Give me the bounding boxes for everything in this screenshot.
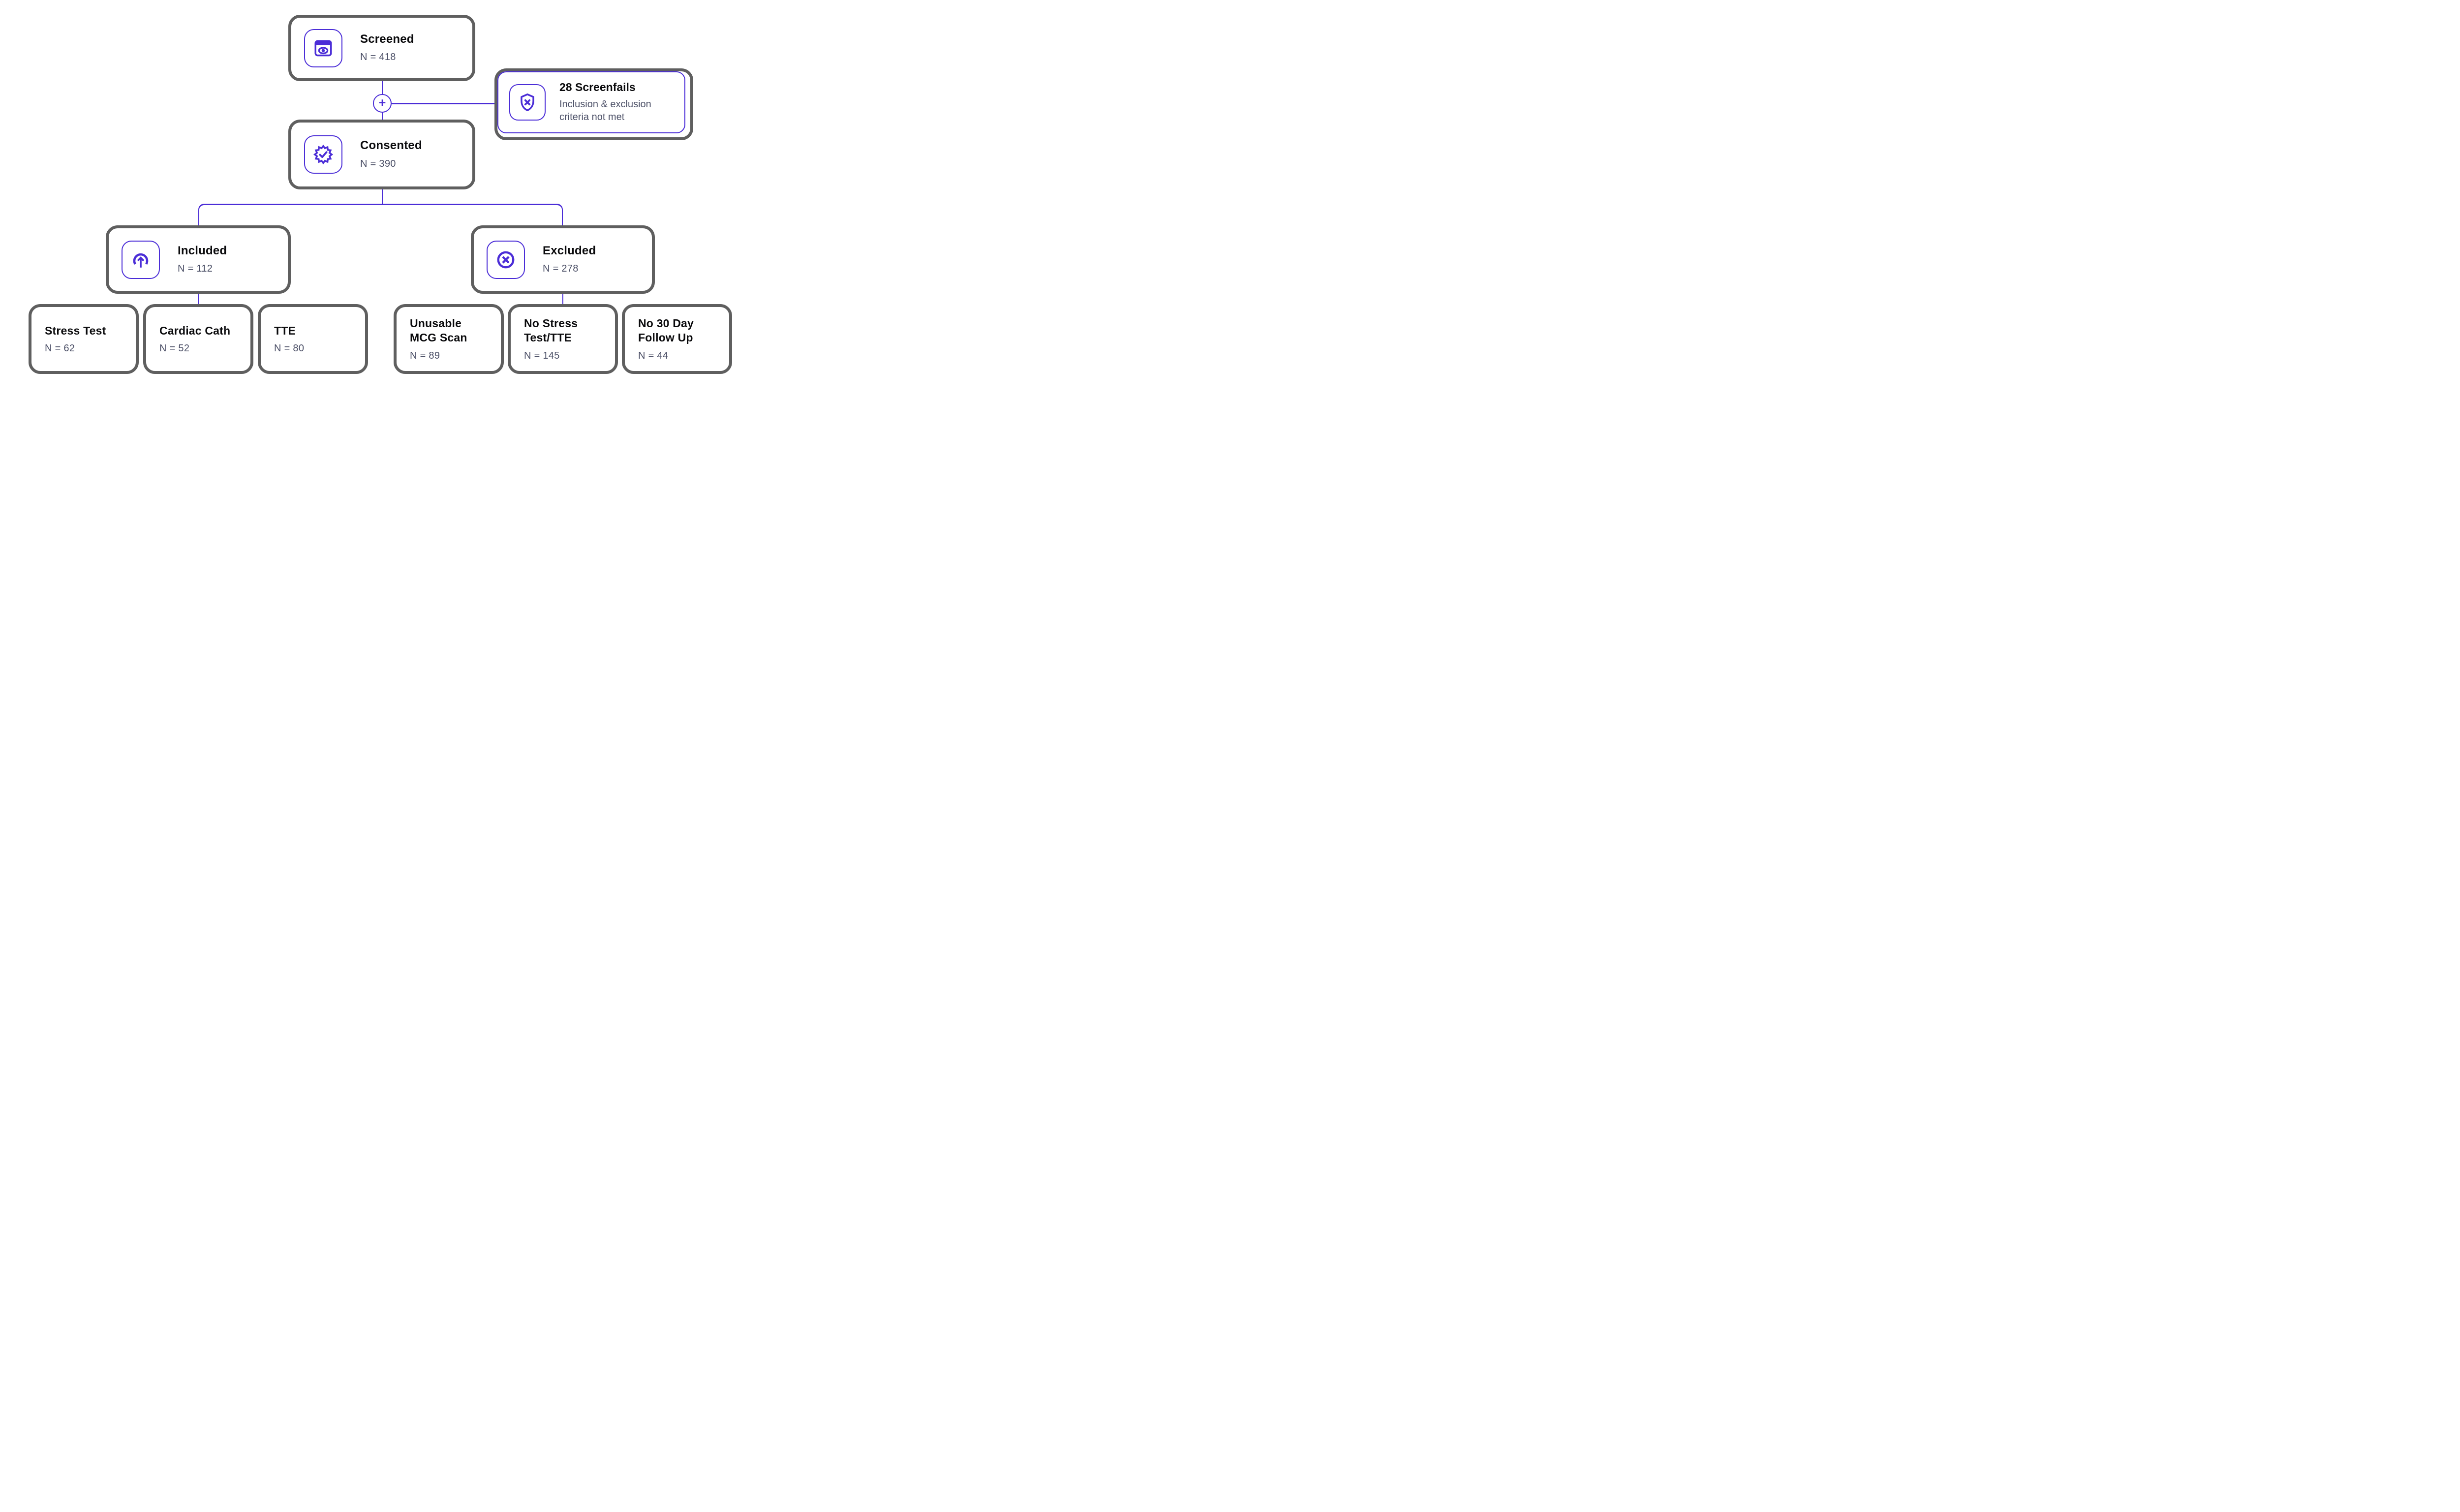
screen-eye-icon bbox=[314, 40, 332, 56]
node-unusable-mcg-scan: Unusable MCG Scan N = 89 bbox=[394, 304, 504, 374]
unusable-mcg-scan-count: N = 89 bbox=[410, 350, 440, 361]
no-stress-test-tte-count: N = 145 bbox=[524, 350, 560, 361]
node-no-stress-test-tte: No Stress Test/TTE N = 145 bbox=[508, 304, 618, 374]
x-circle-icon-chip bbox=[487, 240, 525, 279]
included-title: Included bbox=[178, 244, 227, 257]
no-30-day-follow-up-count: N = 44 bbox=[638, 350, 669, 361]
arrow-up-icon bbox=[133, 253, 149, 268]
node-consented: Consented N = 390 bbox=[288, 120, 475, 189]
badge-check-icon bbox=[313, 144, 334, 165]
shield-x-icon-chip bbox=[509, 84, 546, 121]
connector-excluded-stem bbox=[562, 293, 563, 304]
screenfails-title: 28 Screenfails bbox=[559, 81, 636, 94]
node-cardiac-cath: Cardiac Cath N = 52 bbox=[143, 304, 253, 374]
cardiac-cath-title: Cardiac Cath bbox=[159, 324, 231, 337]
plus-icon: + bbox=[378, 95, 386, 110]
screen-eye-icon-chip bbox=[304, 29, 342, 67]
screenfails-description: Inclusion & exclusion criteria not met bbox=[559, 98, 651, 123]
screened-title: Screened bbox=[360, 32, 414, 46]
unusable-mcg-scan-title: Unusable MCG Scan bbox=[410, 317, 467, 344]
no-stress-test-tte-title: No Stress Test/TTE bbox=[524, 317, 578, 344]
arrow-up-icon-chip bbox=[122, 240, 160, 279]
connector-screened-to-plus bbox=[382, 81, 383, 94]
cardiac-cath-count: N = 52 bbox=[159, 343, 190, 354]
shield-x-icon bbox=[521, 93, 534, 112]
excluded-count: N = 278 bbox=[543, 263, 579, 275]
stress-test-count: N = 62 bbox=[45, 343, 75, 354]
connector-plus-to-consented bbox=[382, 112, 383, 120]
stress-test-title: Stress Test bbox=[45, 324, 106, 337]
screened-count: N = 418 bbox=[360, 52, 396, 63]
node-stress-test: Stress Test N = 62 bbox=[29, 304, 139, 374]
tte-title: TTE bbox=[274, 324, 296, 337]
node-excluded: Excluded N = 278 bbox=[471, 225, 655, 294]
connector-plus-to-screenfails bbox=[391, 103, 495, 104]
excluded-title: Excluded bbox=[543, 244, 596, 257]
connector-included-stem bbox=[198, 293, 199, 304]
branch-consented-split bbox=[198, 204, 563, 226]
node-tte: TTE N = 80 bbox=[258, 304, 368, 374]
badge-check-icon-chip bbox=[304, 135, 342, 174]
tte-count: N = 80 bbox=[274, 343, 305, 354]
node-no-30-day-follow-up: No 30 Day Follow Up N = 44 bbox=[622, 304, 732, 374]
connector-consented-stem bbox=[382, 189, 383, 205]
node-screened: Screened N = 418 bbox=[288, 15, 475, 81]
node-included: Included N = 112 bbox=[106, 225, 291, 294]
node-screenfails: 28 Screenfails Inclusion & exclusion cri… bbox=[497, 71, 685, 133]
consented-count: N = 390 bbox=[360, 158, 396, 169]
enrollment-flow-diagram: + Screened N = 418 bbox=[0, 0, 758, 395]
node-screenfails-frame: 28 Screenfails Inclusion & exclusion cri… bbox=[494, 68, 693, 140]
x-circle-icon bbox=[497, 251, 515, 268]
no-30-day-follow-up-title: No 30 Day Follow Up bbox=[638, 317, 694, 344]
plus-connector: + bbox=[373, 94, 392, 113]
included-count: N = 112 bbox=[178, 263, 213, 275]
consented-title: Consented bbox=[360, 139, 422, 153]
